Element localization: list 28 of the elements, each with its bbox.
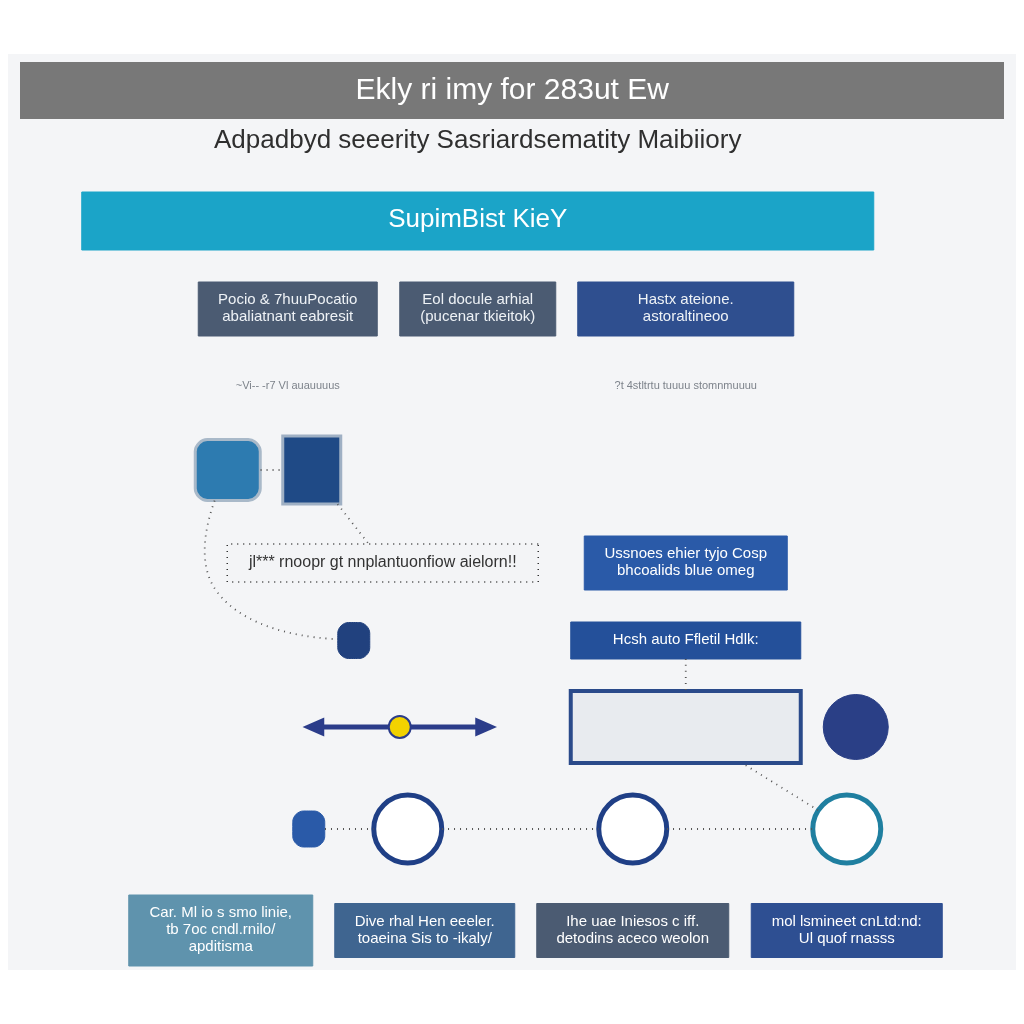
node-box: jl*** rnoopr gt nnplantuonfiow aielorn!! [226, 543, 539, 583]
node-box: Ussnoes ehier tyjo Cosp bhcoalids blue omeg [583, 535, 788, 591]
node-circle [810, 792, 884, 866]
node-box [568, 689, 803, 765]
node-box: Eol docule arhial (pucenar tkieitok) [399, 281, 557, 337]
node-box: Ihe uae Iniesos c iff. detodins aceco weolon [536, 903, 730, 958]
arrow [302, 717, 389, 737]
label: ~Vi-- -r7 Vl auauuuus [235, 378, 340, 391]
node-box: SupimBist KieY [81, 191, 875, 251]
node-box: Dive rhal Hen eeeler. toaeina Sis to -ikaly/ [334, 903, 516, 958]
node-box [337, 622, 371, 659]
label: ?t 4stltrtu tuuuu stomnmuuuu [614, 378, 757, 391]
diagram-title: Ekly ri imy for 283ut Ew [355, 71, 669, 105]
label: Adpadbyd seeerity Sasriardsematity Maibiiory [214, 123, 742, 154]
node-circle [387, 715, 412, 739]
node-circle [596, 792, 670, 866]
node-box: Hastx ateione. astoraltineoo [577, 281, 795, 337]
node-box [281, 434, 343, 506]
node-box: mol lsmineet cnLtd:nd: Ul quof rnasss [750, 903, 943, 958]
node-box [292, 810, 326, 848]
arrow [410, 717, 497, 737]
node-box: Pocio & 7huuPocatio abaliatnant eabresit [197, 281, 378, 337]
node-box [193, 438, 262, 502]
node-box: Car. Ml io s smo linie, tb 7oc cndl.rnilo/ apditisma [128, 894, 314, 967]
node-box: Hcsh auto Ffletil Hdlk: [570, 621, 802, 660]
node-circle [371, 792, 445, 866]
connector [336, 503, 370, 545]
node-circle [822, 694, 889, 760]
